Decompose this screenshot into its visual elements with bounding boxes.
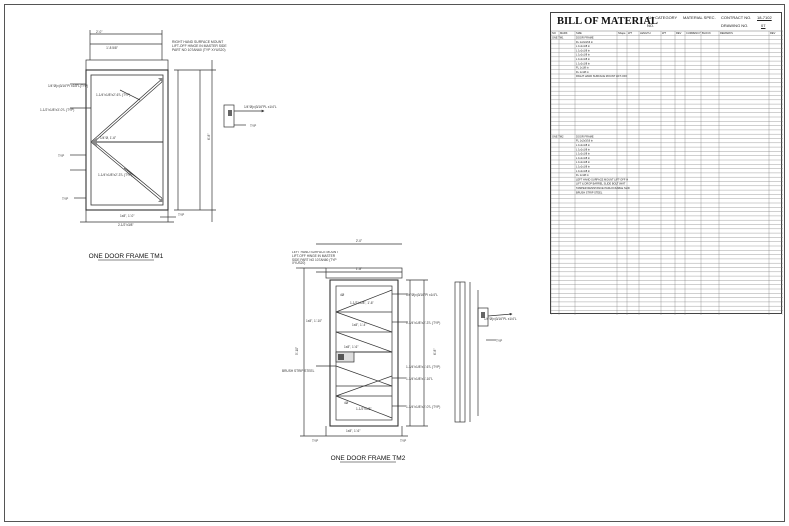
svg-text:2'-0": 2'-0" [356, 239, 362, 243]
svg-text:TYP: TYP [62, 197, 68, 201]
svg-text:5'-10": 5'-10" [295, 347, 299, 355]
frame-tm2-elevation [296, 243, 513, 437]
bom-drawing-no-label: DRAWING NO. [721, 23, 749, 28]
bom-row-size: LIFT & DROP BARREL SLIDE BOLT W/AT [576, 182, 626, 186]
svg-text:1-1/2"x1/8"x3'-0"L (TYP): 1-1/2"x1/8"x3'-0"L (TYP) [40, 108, 74, 112]
bom-row-size: LEFT HAND SURFACE MOUNT LIFT-OFF H [576, 177, 628, 181]
svg-text:1x8", 1'-0": 1x8", 1'-0" [120, 214, 134, 218]
bom-section-desc: DOOR FRAME [576, 134, 594, 138]
svg-text:1/4"Ø(x)3/16"PI x1/4"L: 1/4"Ø(x)3/16"PI x1/4"L [406, 293, 438, 297]
svg-text:1x8", 1'-6": 1x8", 1'-6" [344, 345, 358, 349]
svg-text:4Ø: 4Ø [344, 401, 349, 405]
bom-column-header: SIZE [576, 31, 582, 35]
bom-column-header: NO [552, 31, 556, 35]
bom-no-label: NO. [647, 23, 655, 28]
svg-text:TYP: TYP [312, 439, 318, 443]
bom-section-id: ONE TM2 [552, 134, 564, 138]
bom-contract-no-value: 18-7102 [757, 15, 772, 20]
svg-text:TYP: TYP [496, 339, 502, 343]
bom-row-size: L 1x1x1/8 in [576, 44, 590, 48]
tm1-hinge-note: RIGHT HAND SURFACE MOUNT LIFT-OFF HINGE … [172, 40, 227, 52]
svg-text:1-1/4"x1/8"x2'-0"L (TYP): 1-1/4"x1/8"x2'-0"L (TYP) [406, 405, 440, 409]
frame-tm1-annotations: 1'-8 5/8" 2'-0" 1/4"Ø(x)3/16"PI x1/8"L(T… [40, 30, 277, 227]
tm2-hinge-note: LEFT HAND SURFACE MOUNT LIFT-OFF HINGE I… [292, 251, 338, 265]
bom-row-size: RIGHT HAND SURFACE MOUNT LIFT-OFF [576, 74, 628, 78]
svg-text:2'-0": 2'-0" [96, 30, 102, 34]
svg-text:1/4"Ø(x)3/16"PL x1/4"L: 1/4"Ø(x)3/16"PL x1/4"L [244, 105, 277, 109]
bom-material-spec-label: MATERIAL SPEC. [683, 15, 716, 20]
bom-column-header: CURRENCY [686, 31, 701, 35]
svg-text:4Ø: 4Ø [340, 293, 345, 297]
bom-row-size: L 1x1x1/8 in [576, 143, 590, 147]
svg-text:1-1/4"x1/8"x2'-6"L (TYP): 1-1/4"x1/8"x2'-6"L (TYP) [96, 93, 130, 97]
bom-column-header: WT [628, 31, 632, 35]
bom-row-size: L 1x1x1/8 in [576, 165, 590, 169]
frame-tm1-caption: ONE DOOR FRAME TM1 [89, 253, 164, 260]
bom-section-id: ONE TM1 [552, 36, 564, 40]
svg-text:1x8", 1'-4": 1x8", 1'-4" [352, 323, 366, 327]
bom-row-size: L 1x1x1/8 in [576, 53, 590, 57]
bom-row-size: L 1x1x1/8 in [576, 160, 590, 164]
svg-text:BRUSH STRIP STEEL: BRUSH STRIP STEEL [282, 369, 315, 373]
svg-text:1-1/4"x1/8"x2'-3"L (TYP): 1-1/4"x1/8"x2'-3"L (TYP) [98, 173, 132, 177]
svg-text:1/4"Ø(x)3/16"PI x1/8"L(TYP): 1/4"Ø(x)3/16"PI x1/8"L(TYP) [48, 84, 88, 88]
bom-column-header: LENGTH [640, 31, 651, 35]
frame-tm2-caption: ONE DOOR FRAME TM2 [331, 455, 406, 462]
svg-text:1-1/4"x1/8"x2'-3"L (TYP): 1-1/4"x1/8"x2'-3"L (TYP) [406, 321, 440, 325]
bom-column-header: REV [770, 31, 776, 35]
svg-text:TYP: TYP [58, 154, 64, 158]
svg-text:1-1/2"x1/8", 1'-6": 1-1/2"x1/8", 1'-6" [350, 301, 374, 305]
bom-column-header: WT [662, 31, 666, 35]
svg-text:TYP: TYP [400, 439, 406, 443]
bom-all-category-label: ALL CATEGORY [647, 15, 678, 20]
svg-text:1-1/4"x1/8"x1'-6"L (TYP): 1-1/4"x1/8"x1'-6"L (TYP) [406, 365, 440, 369]
svg-text:TYP: TYP [178, 213, 184, 217]
bom-row-size: L 1x1x1/8 in [576, 147, 590, 151]
frame-tm1-elevation [70, 30, 265, 223]
svg-text:TYP: TYP [250, 124, 256, 128]
bom-row-size: TAMPER RESISTANCE PADLOCKABLE SLID [576, 186, 630, 190]
bom-drawing-no-value: 07 [761, 23, 766, 28]
bom-row-size: L 1x1x1/8 in [576, 152, 590, 156]
bom-row-size: L 1x1x1/8 in [576, 48, 590, 52]
bom-title: BILL OF MATERIAL [557, 16, 658, 27]
svg-text:1x8", 1'-10": 1x8", 1'-10" [306, 319, 322, 323]
svg-text:1/4"Ø, 1'-6": 1/4"Ø, 1'-6" [100, 136, 116, 140]
bom-row-size: FL 1x2x3/16 in [576, 40, 593, 44]
bom-row-size: FL 1x1/8 in [576, 66, 589, 70]
bom-row-size: L 1x1x1/8 in [576, 61, 590, 65]
bom-row-size: L 1x1x1/8 in [576, 169, 590, 173]
drawing-sheet [4, 4, 785, 522]
svg-text:1x8", 1'-6": 1x8", 1'-6" [346, 429, 360, 433]
bom-column-header: MARK [560, 31, 568, 35]
bom-row-size: L 1x1x1/8 in [576, 57, 590, 61]
bom-column-header: BLOCK [702, 31, 711, 35]
bom-column-header: REV [676, 31, 682, 35]
bom-row-size: BRUSH STRIP STEEL [576, 190, 603, 194]
svg-text:2-1/2"x3/8": 2-1/2"x3/8" [118, 223, 134, 227]
svg-text:1-1/2"x1/8": 1-1/2"x1/8" [356, 407, 372, 411]
bom-row-size: FL 1x1/8 in [576, 173, 589, 177]
bom-row-size: FL 1x2x3/16 in [576, 139, 593, 143]
bom-contract-no-label: CONTRACT NO. [721, 15, 752, 20]
bom-column-header: REMARKS [720, 31, 733, 35]
svg-text:1/4"Ø(x)3/16"PL x1/4"L: 1/4"Ø(x)3/16"PL x1/4"L [484, 317, 517, 321]
bom-column-header: Shape [618, 31, 626, 35]
bom-section-desc: DOOR FRAME [576, 36, 594, 40]
frame-tm2-annotations: 2'-0" 1'-8" 4Ø 1-1/2"x1/8", 1'-6" 1x8", … [282, 239, 517, 443]
svg-text:1'-8 5/8": 1'-8 5/8" [106, 46, 118, 50]
bom-row-size: L 1x1x1/8 in [576, 156, 590, 160]
svg-text:6'-8": 6'-8" [433, 349, 437, 355]
svg-text:1'-8": 1'-8" [356, 267, 362, 271]
svg-text:6'-8": 6'-8" [207, 134, 211, 140]
svg-text:1-1/4"x1/8"x1'-10"L: 1-1/4"x1/8"x1'-10"L [406, 377, 433, 381]
bom-row-size: FL 1x1/8 in [576, 70, 589, 74]
